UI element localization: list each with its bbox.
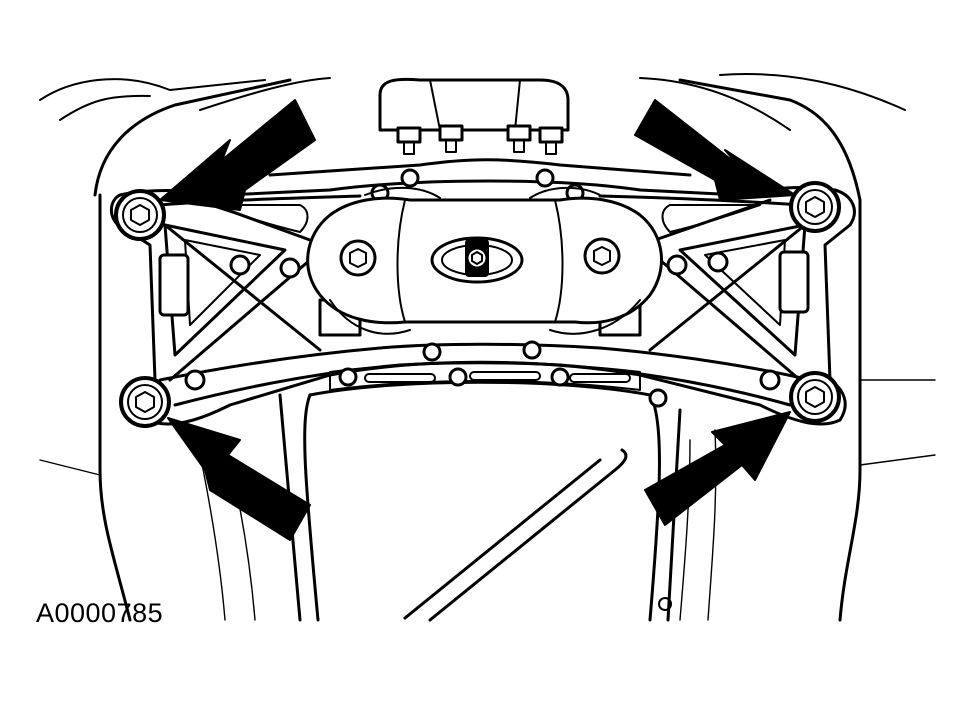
housing-flange-line	[268, 158, 692, 177]
tunnel-line-r2	[679, 439, 691, 621]
bolt-hex-head	[130, 204, 150, 226]
arrow-lower-right	[644, 411, 791, 526]
mount-seam-right	[554, 199, 564, 323]
rivet	[229, 254, 251, 276]
mount-lower-lip-right	[549, 299, 641, 335]
bolt-washer	[797, 379, 833, 415]
pan-top-edge	[308, 380, 652, 397]
body-right-wall	[838, 198, 862, 622]
housing-bolt-1	[396, 126, 422, 144]
housing-bolts	[396, 124, 564, 155]
mount-lower-lip-left	[329, 299, 411, 335]
rivet	[666, 254, 688, 276]
pan-right-edge	[648, 393, 661, 622]
housing-bolt-2	[438, 124, 464, 142]
tunnel-line-r1	[639, 77, 791, 131]
right-brace-diagonal-lower	[658, 258, 802, 382]
pan-stiffener-diagonal	[403, 458, 602, 620]
body-left-seam	[39, 459, 101, 476]
rivet	[648, 388, 668, 408]
rivet	[338, 367, 358, 387]
body-right-seam-lower	[859, 454, 936, 466]
housing-bolt-1-stem	[403, 141, 415, 155]
rivet	[759, 369, 781, 391]
housing-bolt-3	[506, 124, 532, 142]
tunnel-line-l1	[199, 77, 331, 111]
strip-slot-1	[364, 373, 436, 383]
mount-right-stud	[583, 237, 621, 275]
strip-slot-2	[469, 371, 541, 381]
mount-center-nut-hex	[471, 251, 483, 265]
transmission-housing	[268, 77, 692, 177]
housing-bolt-3-stem	[513, 139, 525, 153]
bolt-lower-right	[789, 371, 841, 423]
rivet	[707, 251, 729, 273]
housing-rib-2	[514, 79, 521, 131]
rivet	[279, 257, 301, 279]
bolt-hex-head	[805, 196, 825, 218]
mount-right-stud-hex	[593, 246, 611, 266]
bolt-washer	[127, 384, 163, 420]
transmission-mount	[306, 186, 663, 335]
rivet	[550, 367, 570, 387]
crossmember-lower-rail-inner	[158, 342, 812, 382]
body-right-top-edge	[719, 73, 906, 111]
rivet	[448, 367, 468, 387]
bolt-upper-right	[789, 181, 841, 233]
transmission-pan	[278, 380, 682, 622]
rivet	[522, 340, 542, 360]
arrow-lower-left	[167, 417, 311, 541]
rivet	[184, 369, 206, 391]
housing-bolt-4	[538, 126, 564, 144]
mount-top-lip-right	[529, 186, 601, 199]
bolt-lower-left	[119, 376, 171, 428]
left-brace-diagonal-upper	[163, 223, 322, 352]
pan-left-inner	[303, 393, 320, 622]
bolt-washer	[797, 189, 833, 225]
strip-slot-3	[569, 373, 631, 383]
left-side-bracket	[158, 253, 190, 317]
pointer-arrows	[159, 99, 796, 541]
mount-seam-left	[396, 199, 406, 323]
rivet	[400, 168, 420, 188]
housing-bolt-4-stem	[545, 141, 557, 155]
mount-center-nut	[465, 246, 489, 270]
pan-stiffener-diagonal-2	[428, 448, 628, 622]
lower-slotted-strip	[329, 362, 641, 391]
mount-left-stud	[339, 239, 377, 277]
body-left-rim	[59, 94, 151, 121]
arrow-upper-right	[634, 99, 796, 201]
housing-bolt-2-stem	[445, 139, 457, 153]
housing-top-block	[378, 77, 570, 132]
bolt-upper-left	[114, 189, 166, 241]
arrow-upper-left	[159, 99, 316, 211]
mount-top-lip-left	[364, 186, 441, 199]
right-side-bracket	[778, 250, 810, 314]
corner-bolts	[114, 181, 841, 428]
rivet	[535, 168, 555, 188]
rivet	[422, 342, 442, 362]
right-brace-slot	[661, 204, 761, 233]
figure-id-label: A0000785	[36, 598, 164, 628]
left-brace-slot	[209, 204, 309, 233]
housing-rib-1	[429, 79, 441, 131]
bolt-hex-head	[135, 391, 155, 413]
bolt-hex-head	[805, 386, 825, 408]
body-right-inner-edge	[678, 78, 862, 202]
mount-left-stud-hex	[349, 248, 367, 268]
body-left-wall	[98, 193, 132, 622]
pan-drain-plug	[658, 597, 672, 611]
bolt-washer	[122, 197, 158, 233]
left-brace-diagonal-lower	[168, 258, 312, 382]
body-left-inner-edge	[93, 78, 292, 197]
vehicle-body-outline	[39, 73, 936, 622]
body-left-top-edge	[39, 78, 266, 101]
right-brace-diagonal-upper	[648, 223, 807, 352]
